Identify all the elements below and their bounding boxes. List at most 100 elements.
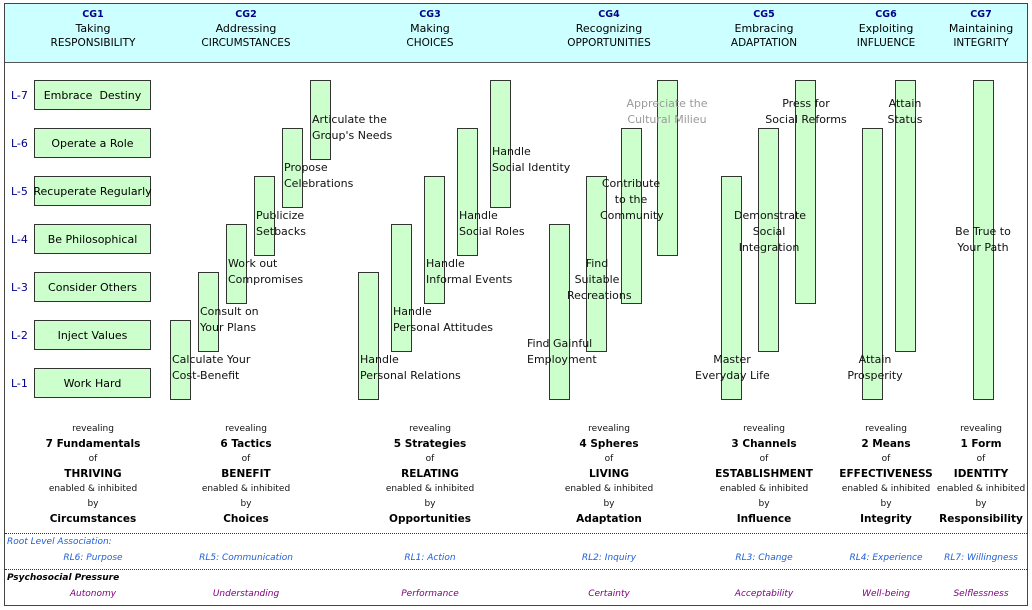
column-code: CG1 [82,9,104,20]
means-bar [895,80,916,352]
level-label-6: L-6 [11,137,28,150]
pressure-item: Selflessness [953,589,1009,599]
pressure-item: Certainty [588,589,630,599]
level-label-7: L-7 [11,89,28,102]
column-header-cg1: CG1 Taking RESPONSIBILITY [51,8,136,51]
sphere-bar [549,224,570,400]
strategy-bar [490,80,511,208]
header-band: CG1 Taking RESPONSIBILITY CG2 Addressing… [5,4,1027,63]
column-title: Taking [75,22,111,35]
column-subtitle: OPPORTUNITIES [567,37,651,49]
diagram-frame: CG1 Taking RESPONSIBILITY CG2 Addressing… [4,3,1028,606]
column-title: Maintaining [948,22,1014,35]
level-label-4: L-4 [11,233,28,246]
fundamental-box: Embrace Destiny [34,80,151,110]
pressure-item: Performance [401,589,459,599]
channel-bar [721,176,742,400]
column-subtitle: CHOICES [406,37,454,49]
column-header-cg3: CG3 Making CHOICES [406,8,453,51]
level-label-5: L-5 [11,185,28,198]
level-label-1: L-1 [11,377,28,390]
column-header-cg7: CG7 Maintaining INTEGRITY [949,8,1013,51]
column-title: Embracing [734,22,794,35]
column-header-cg6: CG6 Exploiting INFLUENCE [857,8,915,51]
tactic-bar [310,80,331,160]
column-title: Making [410,22,450,35]
fundamental-box: Be Philosophical [34,224,151,254]
column-header-cg2: CG2 Addressing CIRCUMSTANCES [201,8,290,51]
column-header-cg4: CG4 Recognizing OPPORTUNITIES [567,8,651,51]
means-bar [862,128,883,400]
tactic-bar [282,128,303,208]
sphere-bar [621,128,642,304]
column-title: Exploiting [858,22,914,35]
root-level-item: RL6: Purpose [63,553,123,563]
column-subtitle: INTEGRITY [953,37,1009,49]
level-label-2: L-2 [11,329,28,342]
column-code: CG6 [875,9,897,20]
pressure-item: Understanding [212,589,280,599]
strategy-bar [424,176,445,304]
form-bar [973,80,994,400]
column-code: CG5 [753,9,775,20]
fundamental-box: Inject Values [34,320,151,350]
channel-bar [758,128,779,352]
column-code: CG7 [970,9,992,20]
pressure-item: Autonomy [69,589,117,599]
column-code: CG4 [598,9,620,20]
sphere-bar [657,80,678,256]
tactic-bar [198,272,219,352]
fundamental-box: Operate a Role [34,128,151,158]
tactic-bar [226,224,247,304]
root-level-item: RL4: Experience [849,553,923,563]
root-level-item: RL5: Communication [199,553,293,563]
divider [5,533,1027,534]
strategy-bar [358,272,379,400]
root-level-item: RL1: Action [404,553,456,563]
tactic-bar [254,176,275,256]
channel-bar [795,80,816,304]
level-label-3: L-3 [11,281,28,294]
column-subtitle: RESPONSIBILITY [50,37,136,49]
sphere-bar [586,176,607,352]
root-level-item: RL2: Inquiry [581,553,637,563]
column-header-cg5: CG5 Embracing ADAPTATION [731,8,797,51]
column-code: CG2 [235,9,257,20]
root-level-item: RL7: Willingness [944,553,1018,563]
column-subtitle: ADAPTATION [730,37,798,49]
column-title: Recognizing [575,22,643,35]
fundamental-box: Work Hard [34,368,151,398]
strategy-bar [391,224,412,352]
pressure-title: Psychosocial Pressure [7,573,120,583]
strategy-bar [457,128,478,256]
root-level-title: Root Level Association: [7,537,112,547]
fundamental-box: Recuperate Regularly [33,176,152,206]
column-subtitle: CIRCUMSTANCES [201,37,291,49]
fundamental-box: Consider Others [34,272,151,302]
